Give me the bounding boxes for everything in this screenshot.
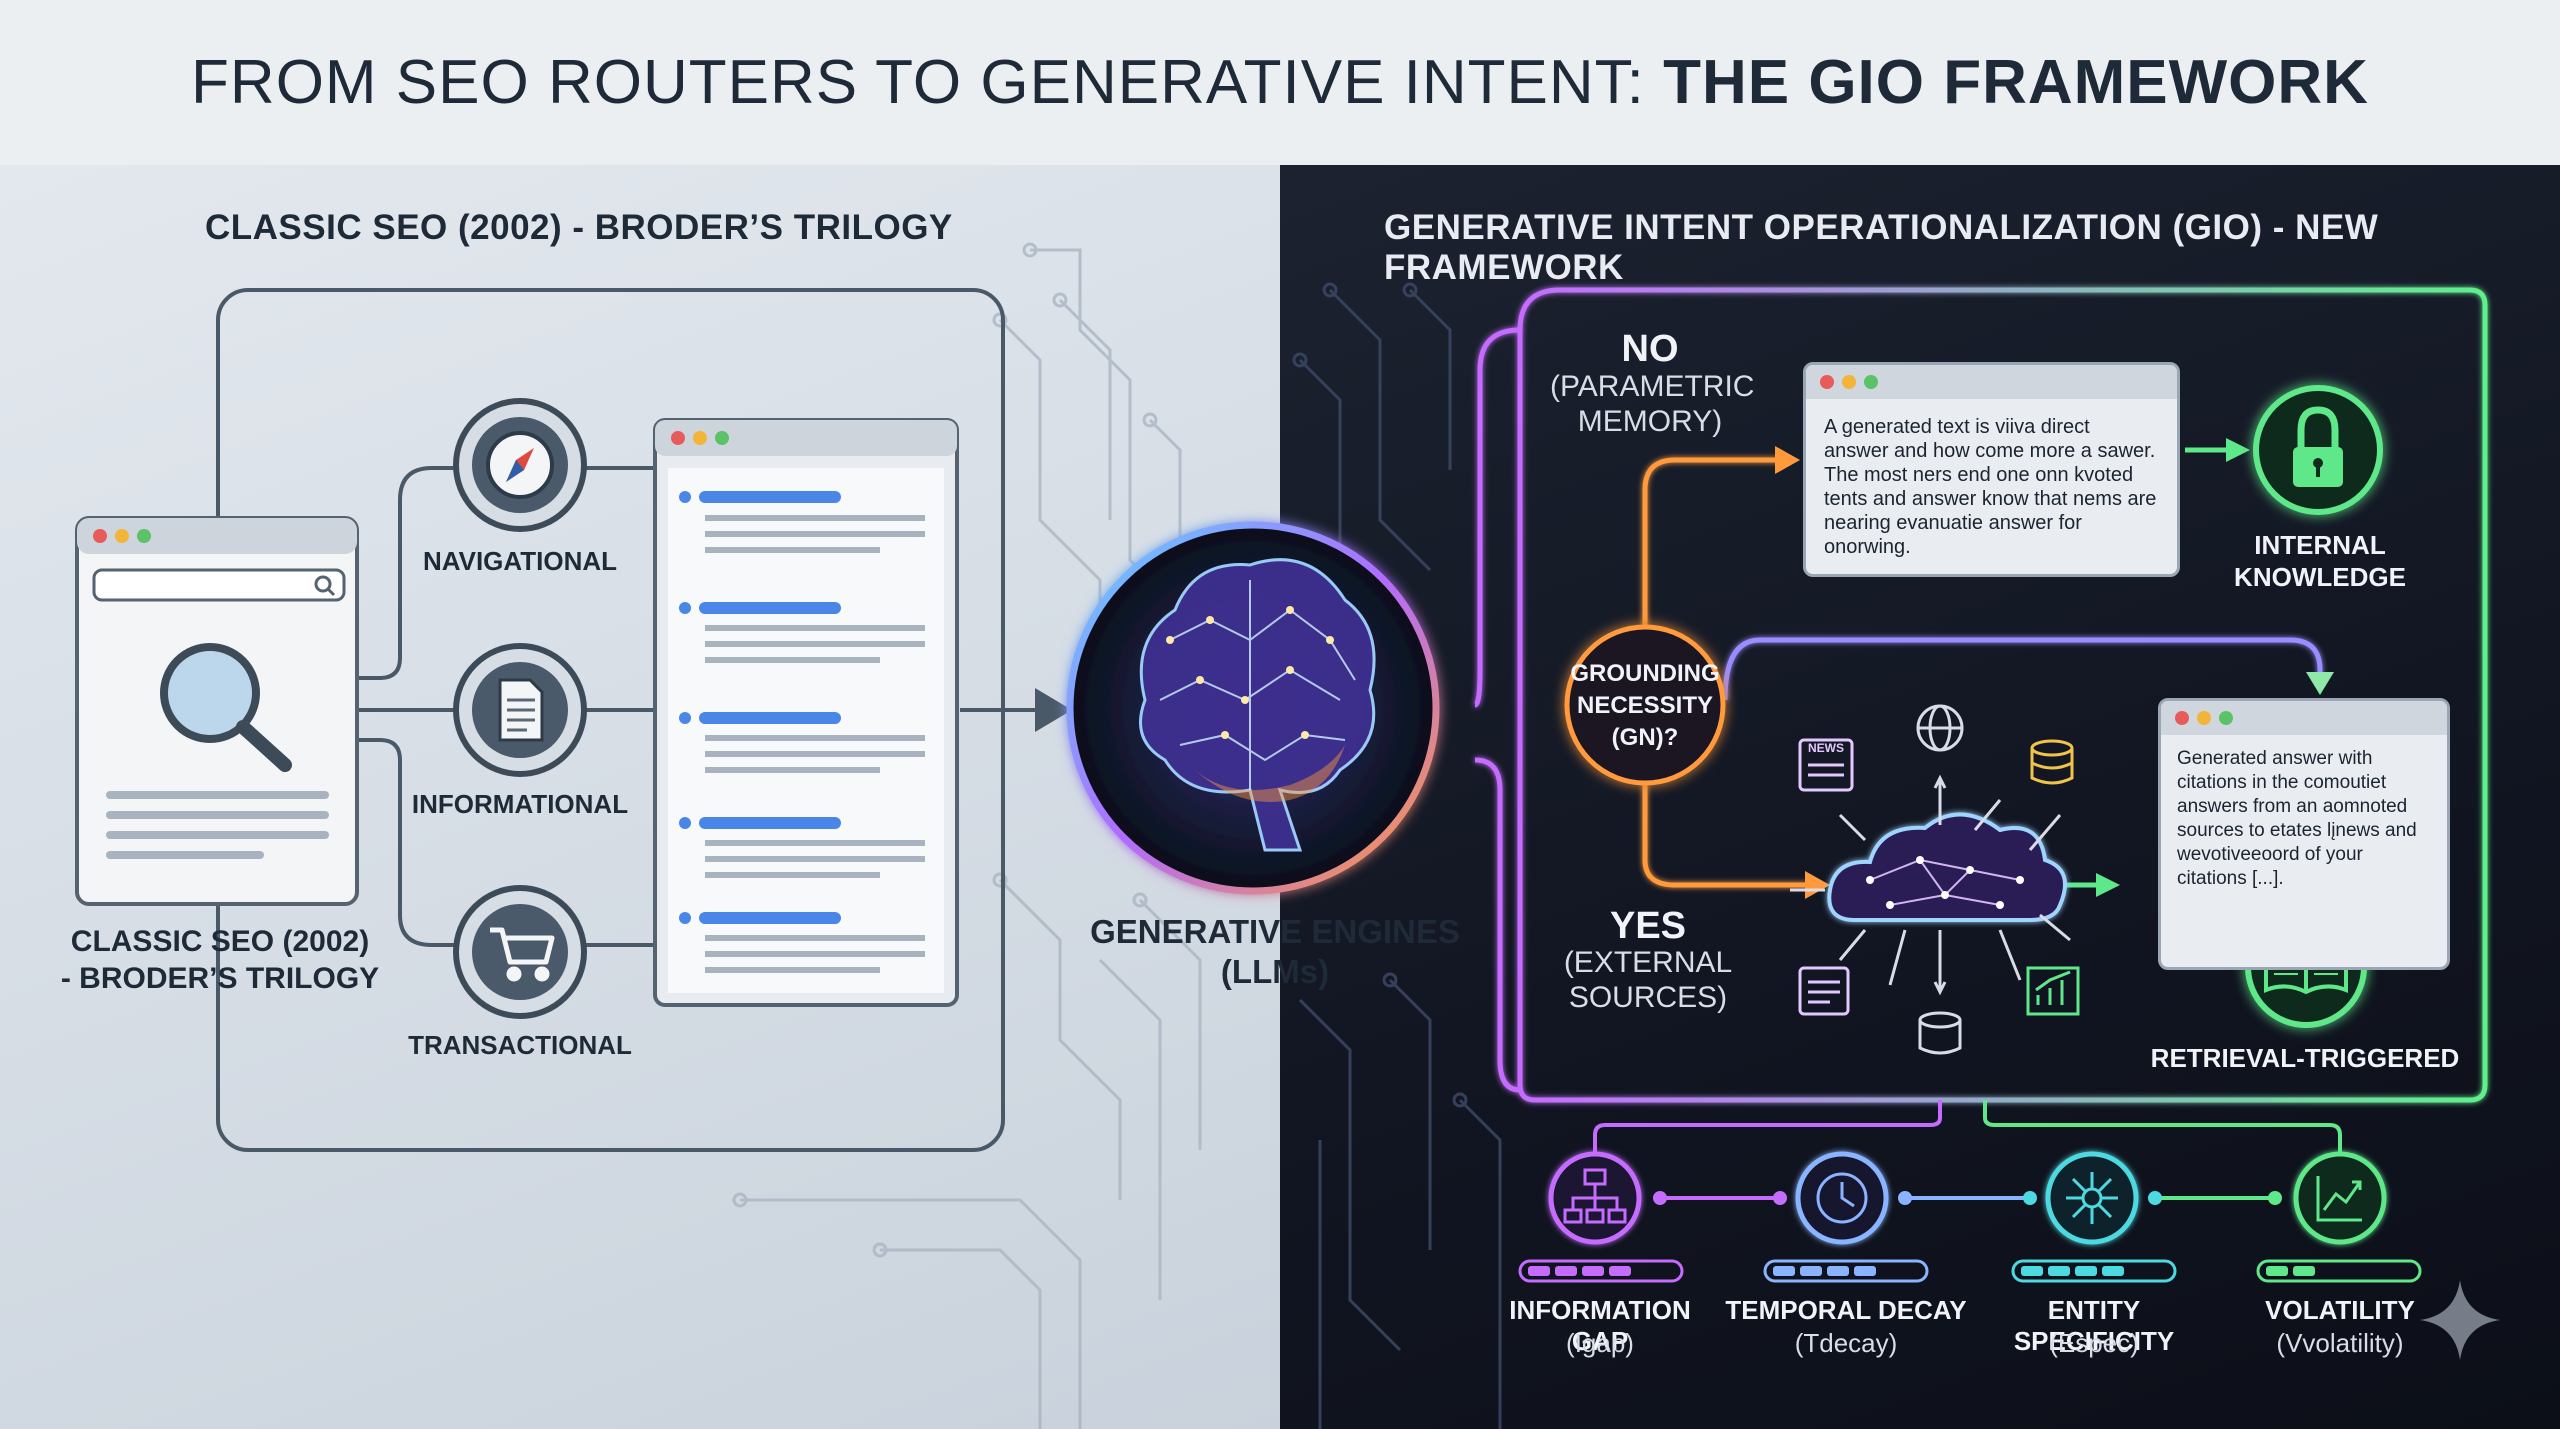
- cloud-icon: [1827, 812, 2067, 922]
- search-browser-window: [75, 516, 359, 906]
- gio-section-title: GENERATIVE INTENT OPERATIONALIZATION (GI…: [1384, 208, 2379, 287]
- yes-label: YES: [1609, 905, 1687, 947]
- browser-caption-line2: - BRODER’S TRILOGY: [60, 962, 380, 995]
- trend-chart-icon: [2293, 1151, 2387, 1245]
- network-icon: [2045, 1151, 2139, 1245]
- globe-icon: [1916, 704, 1964, 752]
- transactional-node: [453, 885, 587, 1019]
- navigational-node: [453, 398, 587, 532]
- navigational-label: NAVIGATIONAL: [422, 546, 618, 576]
- yes-branch: [1642, 768, 1810, 888]
- page-title: FROM SEO ROUTERS TO GENERATIVE INTENT: T…: [191, 48, 2369, 117]
- metric-temporal-decay-symbol: (Tdecay): [1794, 1328, 1898, 1358]
- left-circuit-traces: [732, 242, 1202, 1429]
- gn-line1: GROUNDING: [1570, 660, 1720, 687]
- right-circuit-traces: [1292, 282, 1502, 1429]
- retrieval-answer-text: Generated answer with citations in the c…: [2177, 748, 2417, 889]
- no-branch: [1642, 457, 1780, 640]
- internal-knowledge-line1: INTERNAL: [2254, 530, 2386, 560]
- metric-entity-specificity-symbol: (Espec): [2049, 1328, 2139, 1358]
- intent-connectors: [358, 466, 1040, 947]
- engine-label-line2: (LLMs): [1220, 953, 1330, 990]
- engine-label-line1: GENERATIVE ENGINES: [1090, 913, 1460, 950]
- metric-entity-specificity-label: ENTITY SPECIFICITY: [2013, 1295, 2175, 1356]
- news-badge: NEWS: [1808, 741, 1844, 755]
- no-label: NO: [1621, 328, 1679, 370]
- cloud-sources-cluster: [1790, 704, 2080, 1055]
- compass-icon: [486, 431, 554, 499]
- cart-icon: [490, 927, 555, 982]
- browser-caption-line1: CLASSIC SEO (2002): [70, 925, 370, 958]
- retrieval-loop: [1722, 637, 2323, 701]
- yes-sub-line2: SOURCES): [1568, 981, 1728, 1014]
- metric-volatility-label: VOLATILITY: [2265, 1295, 2415, 1325]
- result-entries: [679, 491, 925, 973]
- header-bar: FROM SEO ROUTERS TO GENERATIVE INTENT: T…: [0, 0, 2560, 165]
- informational-node: [453, 643, 587, 777]
- gio-frame: [1517, 287, 2488, 1103]
- document-news-icon: [1798, 966, 1850, 1016]
- magnifier-icon: [160, 643, 260, 743]
- gn-line3: (GN)?: [1611, 724, 1679, 751]
- internal-knowledge-line2: KNOWLEDGE: [2234, 562, 2406, 592]
- metric-volatility-symbol: (Vvolatility): [2276, 1328, 2404, 1358]
- arrow-to-engine: [1035, 688, 1072, 732]
- retrieval-triggered-label: RETRIEVAL-TRIGGERED: [2150, 1043, 2460, 1073]
- clock-icon: [1795, 1151, 1889, 1245]
- retrieval-answer-card: Generated answer with citations in the c…: [2158, 698, 2450, 970]
- database-icon-2: [1918, 1011, 1962, 1055]
- parametric-answer-text: A generated text is viiva direct answer …: [1824, 416, 2157, 558]
- metric-information-gap-label: INFORMATION GAP: [1509, 1295, 1691, 1356]
- grounding-necessity-node: [1564, 624, 1726, 786]
- no-sub-line1: (PARAMETRIC: [1550, 370, 1755, 403]
- sparkle-icon: [2420, 1280, 2500, 1360]
- metric-information-gap-symbol: (Igap): [1566, 1328, 1634, 1358]
- hierarchy-icon: [1548, 1151, 1642, 1245]
- metric-temporal-decay-label: TEMPORAL DECAY: [1725, 1295, 1967, 1325]
- document-icon: [498, 678, 544, 742]
- gn-line2: NECESSITY: [1576, 692, 1714, 719]
- metric-bars: [1518, 1259, 2422, 1283]
- newspaper-icon: [1798, 738, 1854, 792]
- search-results-window: [653, 418, 959, 1007]
- database-icon: [2030, 739, 2074, 785]
- classic-seo-section-title: CLASSIC SEO (2002) - BRODER’S TRILOGY: [205, 208, 953, 247]
- no-sub-line2: MEMORY): [1577, 405, 1723, 438]
- parametric-answer-card: A generated text is viiva direct answer …: [1803, 362, 2180, 577]
- informational-label: INFORMATIONAL: [411, 789, 629, 819]
- yes-sub-line1: (EXTERNAL: [1563, 946, 1733, 979]
- transactional-label: TRANSACTIONAL: [408, 1030, 632, 1060]
- brain-icon: [1066, 521, 1440, 895]
- bar-chart-icon: [2026, 966, 2080, 1016]
- lock-icon: [2253, 385, 2383, 515]
- metric-connectors: [1593, 1100, 2342, 1200]
